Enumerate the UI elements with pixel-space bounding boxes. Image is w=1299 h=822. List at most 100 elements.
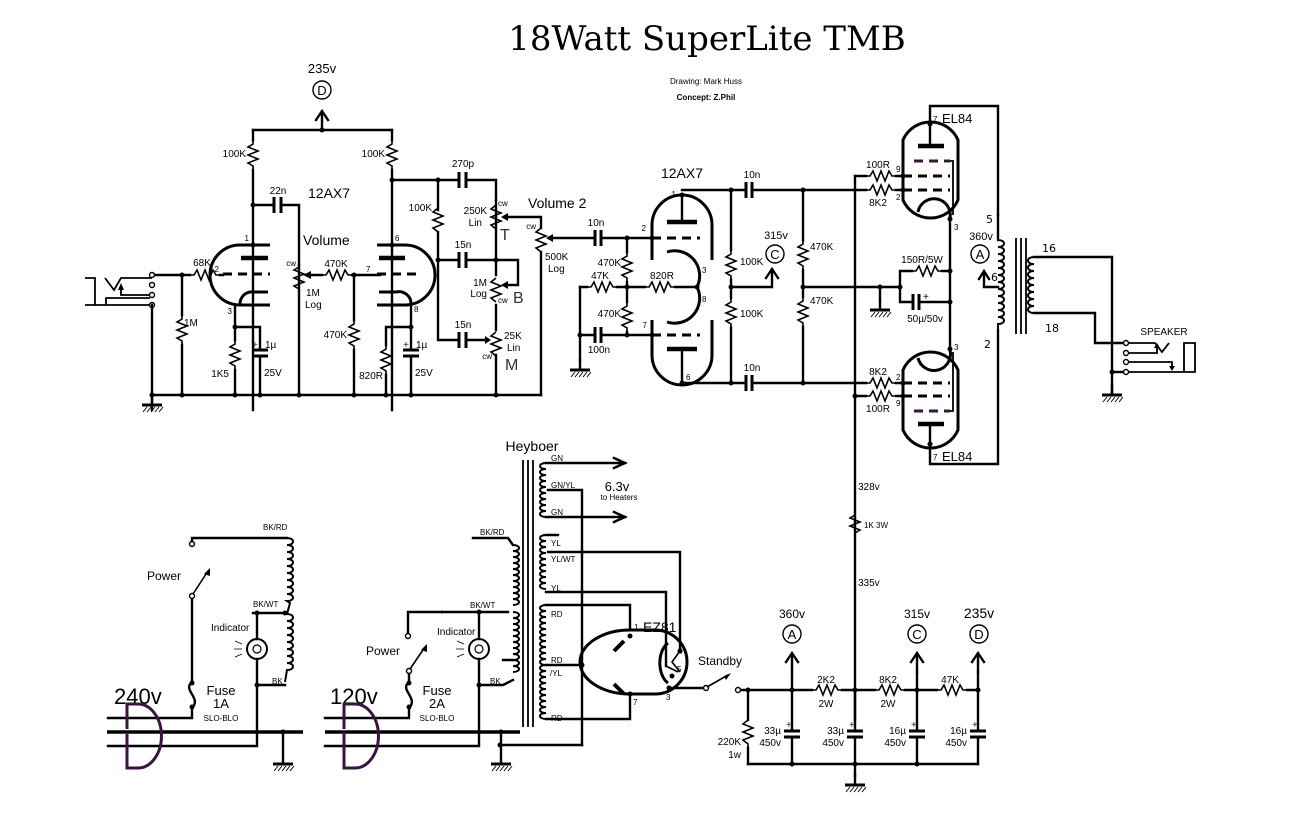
pi-grid-resistor-2-label: 470K [598, 309, 622, 320]
v1a-pin-3: 3 [228, 307, 233, 316]
el84-top-pin-2: 2 [896, 193, 901, 202]
preamp-section: 235v D 100K 100K 22n 12AX7 Volume 1 2 3 [85, 61, 543, 414]
ez81-pin-5: 5 [677, 665, 682, 674]
ez81-pin-7: 7 [633, 698, 638, 707]
plate-resistor-2-label: 100K [362, 149, 386, 160]
v1b-pin-8: 8 [414, 305, 419, 314]
filter-cap-4-rating: 450v [945, 738, 967, 749]
heater-note-label: to Heaters [601, 493, 638, 502]
pt-tap-yl-wt: YL/WT [551, 555, 576, 564]
pi-coupling-cap-1-label: 10n [744, 170, 761, 181]
indicator-240-label: Indicator [211, 623, 250, 634]
bass-pot-taper: Log [470, 289, 487, 300]
mains-240-tap-bk-rd: BK/RD [263, 523, 288, 532]
input-resistor-label: 1M [184, 318, 198, 329]
pi-pin-8: 8 [702, 295, 707, 304]
mixing-resistor-label: 470K [324, 259, 348, 270]
treble-pot-cw: cw [498, 199, 508, 208]
phase-inverter-section: 10n 12AX7 1 2 3 8 7 6 470K 470K 47K 820R [568, 165, 902, 391]
svg-text:+: + [972, 720, 978, 731]
treble-cap-label: 270p [452, 159, 475, 170]
dropping-resistor-label: 1K 3W [864, 521, 888, 530]
bass-cap-label: 15n [455, 240, 472, 251]
ez81-pin-4: 4 [678, 647, 683, 656]
pi-grid-resistor-1-label: 470K [598, 258, 622, 269]
pi-bypass-cap-label: 100n [588, 345, 610, 356]
grid-stopper-top-label: 8K2 [869, 198, 887, 209]
pt-tap-yl-2: YL [551, 584, 561, 593]
power-switch-120-label: Power [366, 644, 400, 658]
slope-resistor-label: 100K [409, 203, 433, 214]
rail-c-marker-pi [765, 244, 785, 264]
el84-top-pin-9: 9 [896, 165, 901, 174]
grid-resistor-label: 68K [193, 258, 211, 269]
ht-supply-section: 328v 1K 3W 335v 2K2 2W 8K2 2W 47K 220K 1… [718, 482, 994, 794]
drawing-credit: Drawing: Mark Huss [670, 77, 742, 86]
el84-top-pin-7: 7 [933, 115, 938, 124]
power-amp-section: 100R 8K2 8K2 100R 7 EL84 9 2 3 7 EL84 2 [852, 104, 1000, 722]
filter-cap-2-rating: 450v [822, 738, 844, 749]
ot-tap-5: 5 [986, 213, 993, 226]
rail-a-voltage-ot: 360v [969, 231, 993, 243]
rectifier-tube-label: EZ81 [643, 619, 677, 635]
treble-pot-letter: T [500, 227, 510, 244]
plate-resistor-1-label: 100K [223, 149, 247, 160]
el84-bottom-pin-3: 3 [954, 343, 959, 352]
el84-top-pin-3: 3 [954, 223, 959, 232]
supply-resistor-2-rating: 2W [881, 699, 897, 710]
bleeder-value: 220K [718, 737, 742, 748]
pt-tap-yl-ct: /YL [550, 669, 563, 678]
cathode-cap-1-rating: 25V [264, 368, 282, 379]
rail-a-marker [782, 624, 802, 644]
pi-tail-resistor-label: 820R [650, 271, 674, 282]
ez81-pin-1: 1 [634, 623, 639, 632]
supply-resistor-1-rating: 2W [819, 699, 835, 710]
rail-c-voltage-pi: 315v [764, 230, 788, 242]
svg-text:+: + [786, 720, 792, 731]
filter-cap-2-value: 33µ [827, 726, 844, 737]
v1b-pin-6: 6 [395, 234, 400, 243]
pi-pin-6: 6 [686, 373, 691, 382]
bass-pot-cw: cw [498, 296, 508, 305]
rail-d-marker [969, 624, 989, 644]
ot-tap-2: 2 [984, 338, 991, 351]
power-switch-240-label: Power [147, 569, 181, 583]
pt-tap-gn-yl: GN/YL [551, 481, 576, 490]
svg-text:+: + [911, 720, 917, 731]
treble-pot-taper: Lin [469, 218, 482, 229]
cathode-cap-2-value: 1µ [416, 340, 428, 351]
svg-text:+: + [252, 340, 258, 351]
rail-c-marker [907, 624, 927, 644]
rail-d-voltage: 235v [964, 605, 994, 621]
voltage-328-label: 328v [858, 482, 880, 493]
rail-c-letter-pi: C [770, 247, 779, 262]
cathode-cap-label: 50µ/50v [907, 314, 943, 325]
mains-240-tap-bk: BK [272, 677, 283, 686]
rail-d-marker-top [312, 80, 332, 100]
rail-d-voltage-top: 235v [308, 61, 337, 76]
mid-pot-taper: Lin [507, 343, 520, 354]
el84-bottom-label: EL84 [942, 449, 972, 464]
pt-brand-label: Heyboer [506, 438, 559, 454]
pi-tube-label: 12AX7 [661, 165, 703, 181]
bleeder-rating: 1w [728, 750, 742, 761]
cathode-cap-1-value: 1µ [265, 340, 277, 351]
voltage-335-label: 335v [858, 578, 880, 589]
pi-plate-resistor-1-label: 100K [740, 257, 764, 268]
preamp-tube-label: 12AX7 [308, 185, 350, 201]
volume-label: Volume [303, 232, 350, 248]
pi-pin-2: 2 [642, 224, 647, 233]
pi-bias-resistor-2-label: 470K [810, 296, 834, 307]
pi-plate-resistor-2-label: 100K [740, 309, 764, 320]
mains-240-tap-bk-wt: BK/WT [253, 600, 278, 609]
supply-resistor-1-value: 2K2 [817, 675, 835, 686]
rail-a-voltage: 360v [779, 607, 805, 621]
cathode-resistor-2-label: 820R [359, 371, 383, 382]
bass-pot-value: 1M [473, 278, 487, 289]
mid-pot-cw: cw [482, 352, 492, 361]
fuse-240-type: SLO-BLO [204, 714, 239, 723]
heater-voltage-label: 6.3v [605, 479, 630, 494]
filter-cap-3-rating: 450v [884, 738, 906, 749]
power-transformer: Heyboer GN GN/YL GN 6.3v to Heaters YL Y… [440, 438, 682, 747]
